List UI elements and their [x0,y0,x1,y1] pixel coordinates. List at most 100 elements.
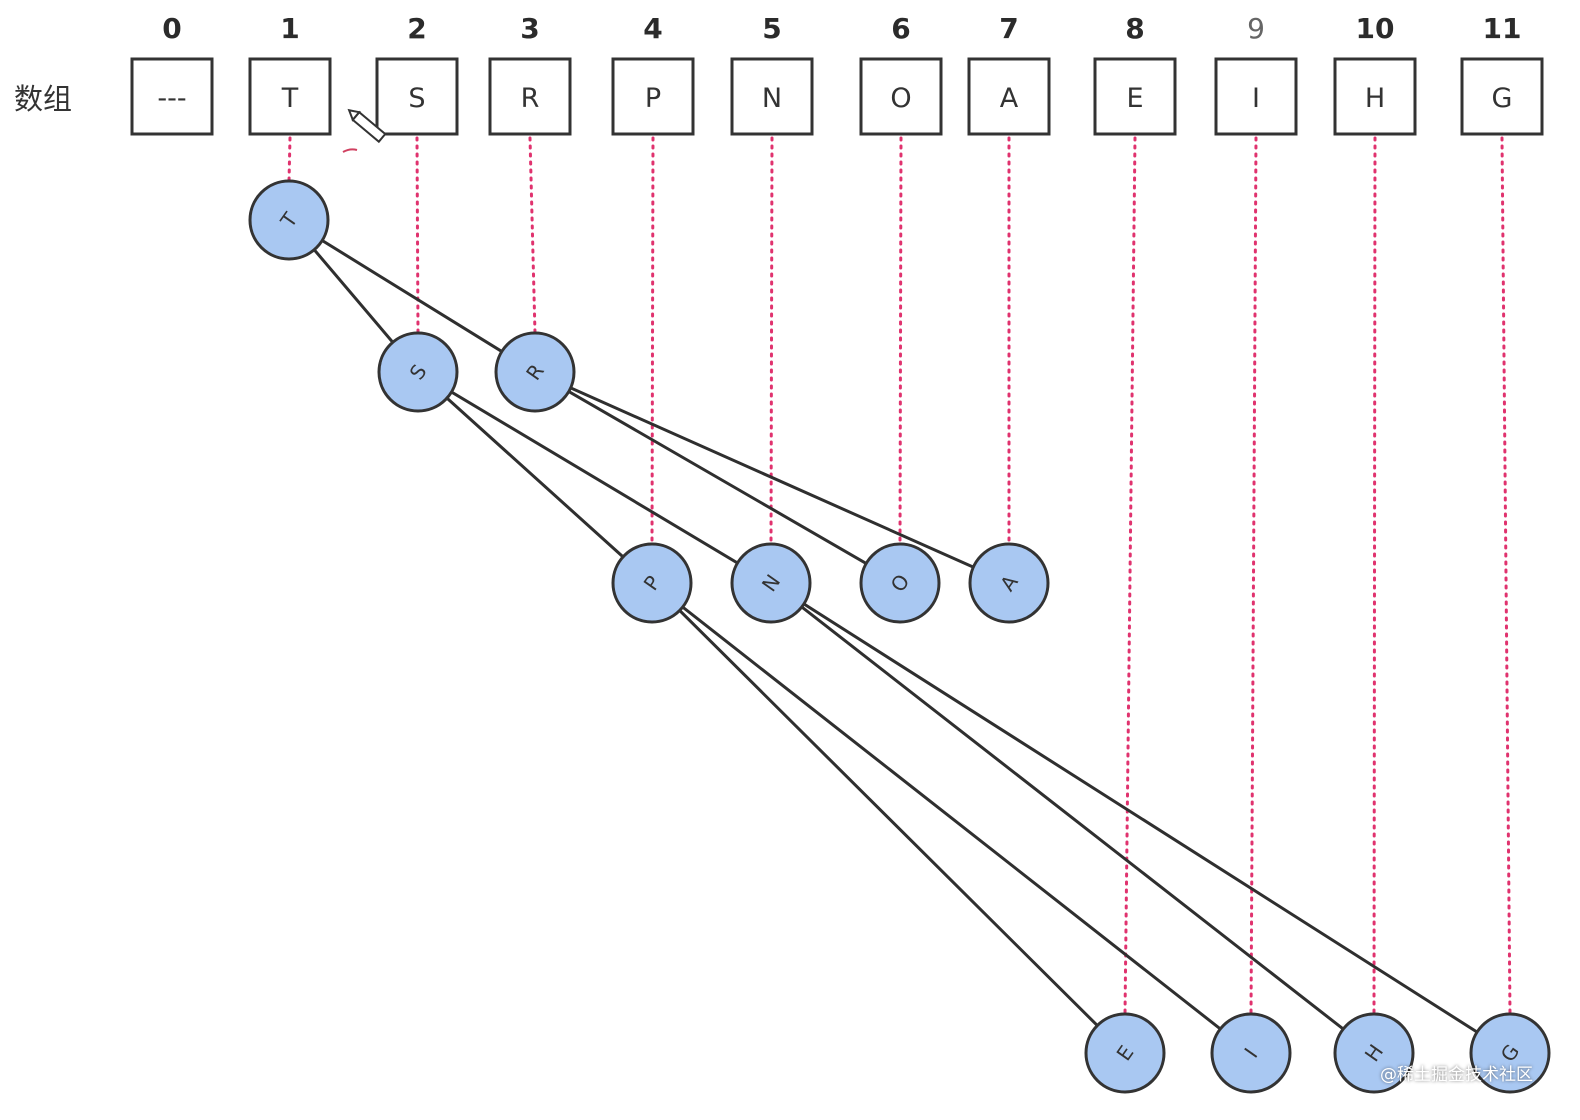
array-cell-2: S [375,57,459,136]
array-cell-5: N [730,57,814,136]
pencil-cursor-icon [347,108,387,144]
array-cell-value: T [281,83,299,114]
array-cell-value: --- [157,83,186,114]
array-index-8: 8 [1125,12,1144,45]
array-index-0: 0 [162,12,181,45]
array-index-2: 2 [407,12,426,45]
guide-lines [287,136,1512,1016]
array-cell-box [1214,57,1298,136]
tree-node-H: H [1333,1012,1415,1094]
array-cell-10: H [1333,57,1417,136]
tree-node-circle [968,542,1050,624]
array-cell-1: T [248,57,332,136]
tree-edge-3-7 [533,370,1011,585]
tree-node-I: I [1210,1012,1292,1094]
array-cell-value: H [1365,83,1385,114]
guide-line-4 [650,136,655,546]
array-cell-3: R [488,57,572,136]
array-cell-8: E [1093,57,1177,136]
guide-line-9 [1249,136,1258,1016]
tree-edge-4-9 [650,581,1253,1055]
guide-line-6 [898,136,903,546]
tree-node-circle [859,542,941,624]
array-cell-box [248,57,332,136]
array-cell-box [130,57,214,136]
array-index-9: 9 [1247,12,1265,45]
tree-node-S: S [377,331,459,413]
array-cell-9: I [1214,57,1298,136]
array-cell-box [730,57,814,136]
guide-line-8 [1123,136,1137,1016]
guide-line-10 [1372,136,1377,1016]
array-cell-0: --- [130,57,214,136]
tree-node-P: P [611,542,693,624]
array-index-7: 7 [999,12,1018,45]
tree-node-circle [1084,1012,1166,1094]
array-cell-6: O [859,57,943,136]
tree-node-circle [1333,1012,1415,1094]
guide-line-2 [415,136,420,335]
array-cell-value: E [1126,83,1143,114]
array-cell-value: G [1492,83,1513,114]
red-scribble [342,148,358,153]
tree-node-R: R [494,331,576,413]
array-cell-value: P [645,83,661,114]
tree-node-O: O [859,542,941,624]
array-cell-box [967,57,1051,136]
tree-edge-2-5 [416,370,773,585]
array-index-1: 1 [280,12,299,45]
array-cell-11: G [1460,57,1544,136]
array-cell-value: N [762,83,782,114]
array-cell-4: P [611,57,695,136]
array-cell-box [859,57,943,136]
tree-edge-5-10 [769,581,1376,1055]
tree-node-circle [611,542,693,624]
array-index-11: 11 [1483,12,1522,45]
array-cell-value: S [408,83,425,114]
tree-edge-5-11 [769,581,1512,1055]
array-cell-value: R [521,83,540,114]
guide-line-3 [528,136,537,335]
array-cell-box [1460,57,1544,136]
guide-line-1 [287,136,292,183]
tree-edges [287,218,1512,1055]
tree-edge-3-6 [533,370,902,585]
tree-node-circle [1469,1012,1551,1094]
array-index-5: 5 [762,12,781,45]
array-index-6: 6 [891,12,910,45]
tree-node-circle [730,542,812,624]
tree-edge-2-4 [416,370,654,585]
guide-line-5 [769,136,774,546]
tree-node-N: N [730,542,812,624]
array-indices: 0 1 2 3 4 5 6 7 8 9 10 11 [162,12,1521,45]
array-cell-box [1333,57,1417,136]
array-cell-box [375,57,459,136]
tree-node-T: T [248,179,330,261]
guide-line-11 [1500,136,1512,1016]
tree-node-E: E [1084,1012,1166,1094]
tree-node-circle [248,179,330,261]
array-cells: --- T S R P N O A E I H G [130,57,1544,136]
array-cell-value: O [890,83,911,114]
array-index-4: 4 [643,12,662,45]
tree-node-G: G [1469,1012,1551,1094]
tree-edge-1-3 [287,218,537,374]
array-cell-box [488,57,572,136]
tree-node-A: A [968,542,1050,624]
array-cell-box [611,57,695,136]
watermark: @稀土掘金技术社区 [1380,1065,1533,1085]
array-index-3: 3 [520,12,539,45]
tree-node-circle [494,331,576,413]
array-cell-value: A [1000,83,1019,114]
array-cell-box [1093,57,1177,136]
tree-edge-4-8 [650,581,1127,1055]
array-index-10: 10 [1356,12,1395,45]
array-cell-value: I [1252,83,1260,114]
tree-node-circle [377,331,459,413]
tree-node-circle [1210,1012,1292,1094]
array-cell-7: A [967,57,1051,136]
array-label: 数组 [14,82,73,116]
